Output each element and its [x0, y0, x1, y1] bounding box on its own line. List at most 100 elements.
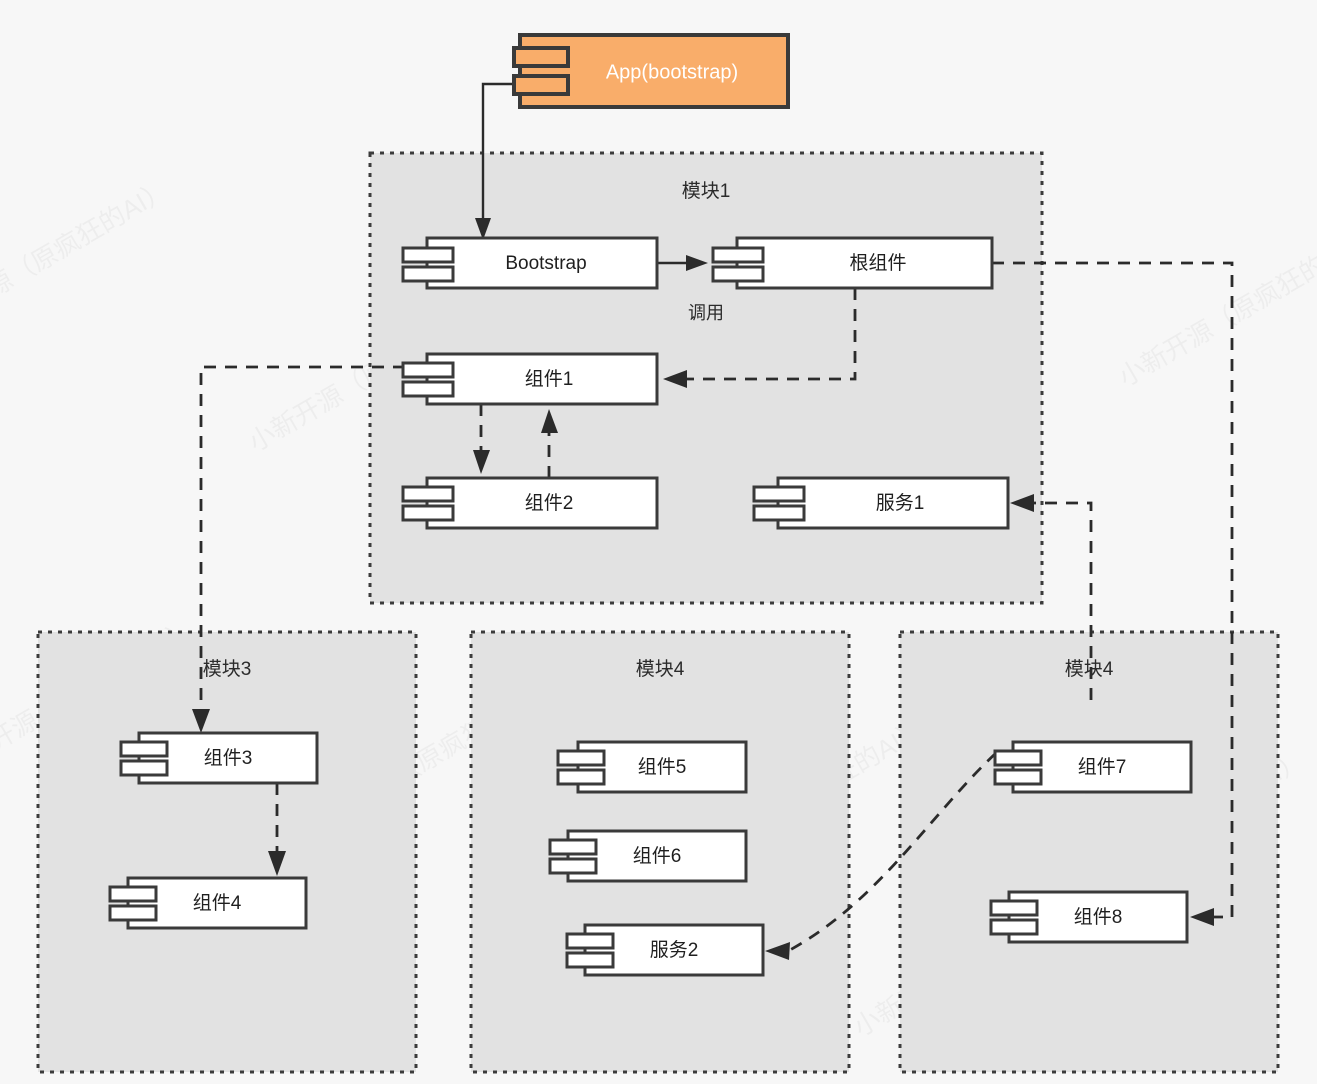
- edge-comp3-to-comp4: [268, 783, 286, 876]
- component-tab-upper-icon: [119, 740, 169, 758]
- component-label: 服务1: [876, 492, 925, 514]
- module-boundary: [898, 630, 1280, 1074]
- component-label: 组件3: [204, 747, 253, 769]
- component-body: [576, 740, 748, 794]
- component-label: 组件5: [638, 756, 687, 778]
- module-title: 模块4: [636, 658, 685, 680]
- component-tab-upper-icon: [989, 899, 1039, 917]
- watermark-text: 小新开源（原疯狂的AI）: [0, 174, 175, 342]
- component-body: [425, 236, 659, 290]
- module-module3[interactable]: 模块3: [36, 630, 418, 1074]
- arrow-head-icon: [1190, 908, 1214, 926]
- component-tab-upper-icon: [401, 361, 455, 379]
- component-service1[interactable]: 服务1: [752, 476, 1010, 530]
- arrow-head-icon: [473, 450, 490, 474]
- component-label: 服务2: [650, 939, 699, 961]
- component-body: [137, 731, 319, 785]
- component-tab-lower-icon: [989, 918, 1039, 936]
- component-comp4[interactable]: 组件4: [108, 876, 308, 930]
- component-body: [583, 923, 765, 977]
- edge-path: [1032, 501, 1093, 700]
- edge-path: [992, 261, 1234, 919]
- component-comp5[interactable]: 组件5: [556, 740, 748, 794]
- component-label: 组件2: [525, 492, 574, 514]
- arrow-head-icon: [541, 409, 558, 433]
- arrow-head-icon: [765, 942, 790, 960]
- edge-comp2-to-comp1: [541, 409, 558, 478]
- arrow-head-icon: [686, 255, 708, 271]
- component-label: 组件6: [633, 845, 682, 867]
- component-tab-upper-icon: [993, 749, 1043, 767]
- component-tab-lower-icon: [556, 768, 606, 786]
- arrow-head-icon: [475, 218, 491, 240]
- edge-path: [481, 82, 520, 228]
- component-label: 组件8: [1074, 906, 1123, 928]
- component-comp1[interactable]: 组件1: [401, 352, 659, 406]
- component-comp6[interactable]: 组件6: [548, 829, 748, 883]
- component-bootstrap[interactable]: Bootstrap: [401, 236, 659, 290]
- component-tab-lower-icon: [548, 857, 598, 875]
- component-app-bootstrap[interactable]: App(bootstrap): [512, 33, 790, 109]
- module-title: 模块4: [1065, 658, 1114, 680]
- component-tab-lower-icon: [752, 504, 806, 522]
- component-root-comp[interactable]: 根组件: [711, 236, 994, 290]
- component-tab-lower-icon: [993, 768, 1043, 786]
- component-tab-upper-icon: [711, 246, 765, 264]
- component-label: App(bootstrap): [606, 61, 738, 83]
- component-tab-upper-icon: [108, 885, 158, 903]
- component-tab-lower-icon: [512, 74, 570, 96]
- component-comp2[interactable]: 组件2: [401, 476, 659, 530]
- edge-comp1-to-comp3: [192, 365, 405, 733]
- component-tab-lower-icon: [119, 759, 169, 777]
- component-tab-lower-icon: [401, 380, 455, 398]
- edge-path: [684, 288, 857, 381]
- component-body: [425, 352, 659, 406]
- component-tab-upper-icon: [401, 485, 455, 503]
- arrow-head-icon: [1010, 494, 1034, 512]
- component-tab-lower-icon: [711, 265, 765, 283]
- module-boundary: [36, 630, 418, 1074]
- edge-root-to-comp8: [992, 261, 1234, 926]
- component-comp3[interactable]: 组件3: [119, 731, 319, 785]
- edge-bootstrap-to-root: 调用: [657, 255, 724, 323]
- component-body: [1011, 740, 1193, 794]
- component-body: [126, 876, 308, 930]
- module-title: 模块1: [682, 180, 731, 202]
- component-tab-lower-icon: [565, 951, 615, 969]
- arrow-head-icon: [663, 370, 687, 388]
- component-tab-upper-icon: [565, 932, 615, 950]
- component-comp7[interactable]: 组件7: [993, 740, 1193, 794]
- component-tab-upper-icon: [548, 838, 598, 856]
- component-body: [776, 476, 1010, 530]
- component-label: 组件4: [193, 892, 242, 914]
- component-tab-lower-icon: [108, 904, 158, 922]
- component-label: 组件7: [1078, 756, 1127, 778]
- module-module4-right[interactable]: 模块4: [898, 630, 1280, 1074]
- edge-comp1-to-comp2: [473, 404, 490, 474]
- component-tab-upper-icon: [556, 749, 606, 767]
- component-label: 组件1: [525, 368, 574, 390]
- component-tab-lower-icon: [401, 265, 455, 283]
- component-body: [735, 236, 994, 290]
- component-comp8[interactable]: 组件8: [989, 890, 1189, 944]
- module-title: 模块3: [203, 658, 252, 680]
- edge-label: 调用: [688, 303, 724, 323]
- component-tab-upper-icon: [401, 246, 455, 264]
- edge-comp7-to-service1: [1010, 494, 1093, 700]
- component-body: [566, 829, 748, 883]
- arrow-head-icon: [192, 709, 210, 733]
- component-tab-upper-icon: [752, 485, 806, 503]
- component-tab-lower-icon: [401, 504, 455, 522]
- edge-comp7-to-service2: [765, 751, 997, 960]
- edge-path: [199, 365, 405, 712]
- component-tab-upper-icon: [512, 46, 570, 68]
- component-label: 根组件: [849, 252, 906, 274]
- arrow-head-icon: [268, 851, 286, 876]
- watermark-text: 小新开源（原疯狂的AI）: [1113, 224, 1317, 392]
- edge-app-to-bootstrap: [475, 82, 520, 240]
- component-label: Bootstrap: [505, 253, 586, 274]
- component-body: [1007, 890, 1189, 944]
- component-service2[interactable]: 服务2: [565, 923, 765, 977]
